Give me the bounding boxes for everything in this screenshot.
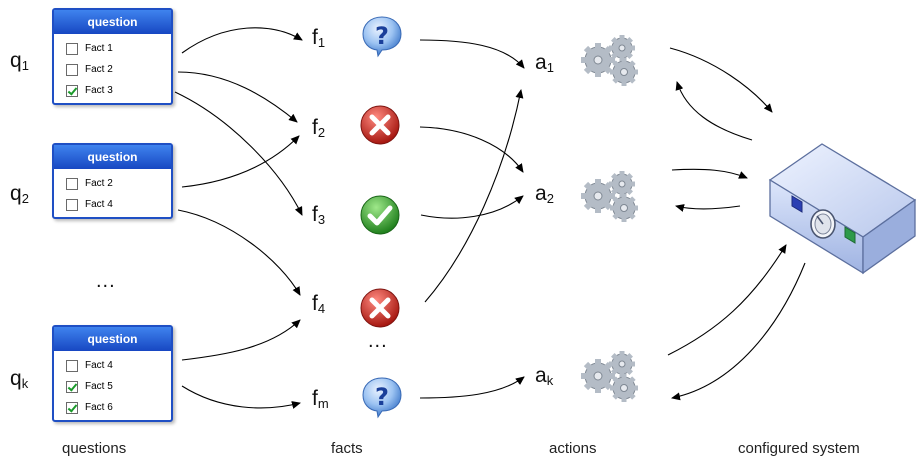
fact-label: Fact 2 (85, 178, 113, 189)
fact-checkbox-row[interactable]: Fact 6 (66, 397, 171, 418)
fact-label-3: f3 (312, 203, 326, 227)
fact-checkbox-row[interactable]: Fact 2 (66, 173, 171, 194)
arrow-q2-f4 (177, 209, 301, 296)
fact-label: Fact 6 (85, 402, 113, 413)
question-icon: ? (362, 16, 402, 58)
check-icon (360, 195, 400, 235)
question-box-title: question (54, 327, 171, 351)
question-label-2: q2 (10, 182, 29, 206)
arrow-system-ak (671, 262, 806, 401)
arrow-f2-a2 (419, 126, 524, 173)
checkbox[interactable] (66, 359, 78, 372)
action-label-2: a2 (535, 182, 554, 206)
arrow-f1-a1 (419, 39, 525, 69)
fact-checkbox-row[interactable]: Fact 1 (66, 38, 171, 59)
cross-icon (360, 105, 400, 145)
fact-label: Fact 4 (85, 360, 113, 371)
fact-label: Fact 3 (85, 85, 113, 96)
fact-label: Fact 1 (85, 43, 113, 54)
question-box-title: question (54, 145, 171, 169)
checkbox-checked[interactable] (66, 401, 78, 414)
checkbox[interactable] (66, 177, 78, 190)
question-box-1: question Fact 1 Fact 2 Fact 3 (52, 8, 173, 105)
gears-icon (581, 351, 638, 402)
arrow-system-a1 (675, 81, 753, 141)
question-label-k: qk (10, 367, 29, 391)
fact-label: Fact 2 (85, 64, 113, 75)
fact-label-m: fm (312, 387, 329, 411)
fact-label: Fact 5 (85, 381, 113, 392)
arrow-a1-system (669, 47, 773, 113)
question-box-title: question (54, 10, 171, 34)
action-label-1: a1 (535, 51, 554, 75)
checkbox[interactable] (66, 198, 78, 211)
checkbox-checked[interactable] (66, 84, 78, 97)
question-label-1: q1 (10, 49, 29, 73)
ellipsis-facts: ... (368, 330, 388, 352)
arrow-a2-system (671, 168, 748, 179)
caption-actions: actions (549, 440, 597, 457)
fact-checkbox-row[interactable]: Fact 3 (66, 80, 171, 101)
fact-label-1: f1 (312, 26, 326, 50)
arrow-ak-system (667, 244, 787, 356)
arrow-system-a2 (675, 204, 741, 212)
fact-label: Fact 4 (85, 199, 113, 210)
question-icon: ? (362, 377, 402, 419)
question-box-k: question Fact 4 Fact 5 Fact 6 (52, 325, 173, 422)
arrow-qk-fm (181, 385, 301, 409)
checkbox[interactable] (66, 42, 78, 55)
caption-facts: facts (331, 440, 363, 457)
svg-text:?: ? (375, 383, 389, 411)
arrow-f4-a1 (424, 89, 524, 303)
gears-icon (581, 35, 638, 86)
fact-checkbox-row[interactable]: Fact 4 (66, 355, 171, 376)
svg-text:?: ? (375, 22, 389, 50)
ellipsis-questions: ... (96, 270, 116, 292)
arrow-q2-f2 (181, 135, 300, 188)
action-label-k: ak (535, 364, 554, 388)
arrow-fm-ak (419, 376, 525, 399)
checkbox[interactable] (66, 63, 78, 76)
checkbox-checked[interactable] (66, 380, 78, 393)
fact-checkbox-row[interactable]: Fact 4 (66, 194, 171, 215)
caption-configured-system: configured system (738, 440, 860, 457)
fact-label-4: f4 (312, 292, 326, 316)
cross-icon (360, 288, 400, 328)
gears-icon (581, 171, 638, 222)
arrow-qk-f4 (181, 319, 301, 361)
arrow-f3-a2 (420, 195, 524, 219)
fact-checkbox-row[interactable]: Fact 2 (66, 59, 171, 80)
fact-label-2: f2 (312, 116, 326, 140)
arrow-q1-f2 (177, 71, 298, 123)
arrow-q1-f3 (174, 91, 303, 216)
device-icon (768, 143, 917, 275)
question-box-2: question Fact 2 Fact 4 (52, 143, 173, 219)
caption-questions: questions (62, 440, 127, 457)
arrow-q1-f1 (181, 27, 303, 54)
fact-checkbox-row[interactable]: Fact 5 (66, 376, 171, 397)
